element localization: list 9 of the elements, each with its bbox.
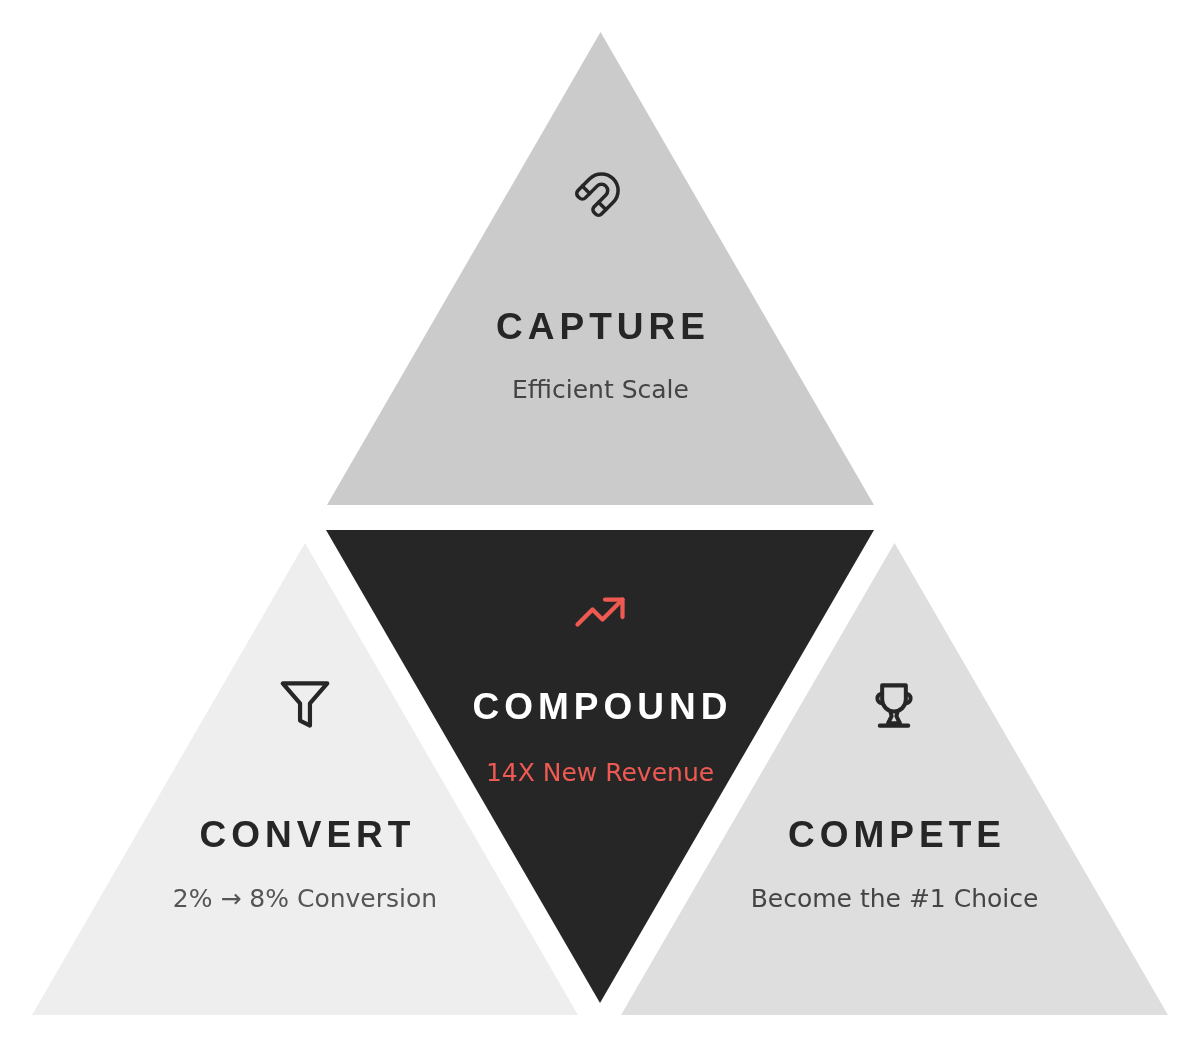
subtitle: Efficient Scale [512,375,689,405]
heading: COMPETE [787,812,1006,857]
triangle-panel [327,32,874,505]
heading: CAPTURE [495,304,710,349]
subtitle: Become the #1 Choice [750,884,1039,914]
heading: CONVERT [198,812,416,857]
subtitle: 14X New Revenue [485,758,715,788]
heading: COMPOUND [471,684,733,729]
subtitle: 2% → 8% Conversion [172,884,438,914]
